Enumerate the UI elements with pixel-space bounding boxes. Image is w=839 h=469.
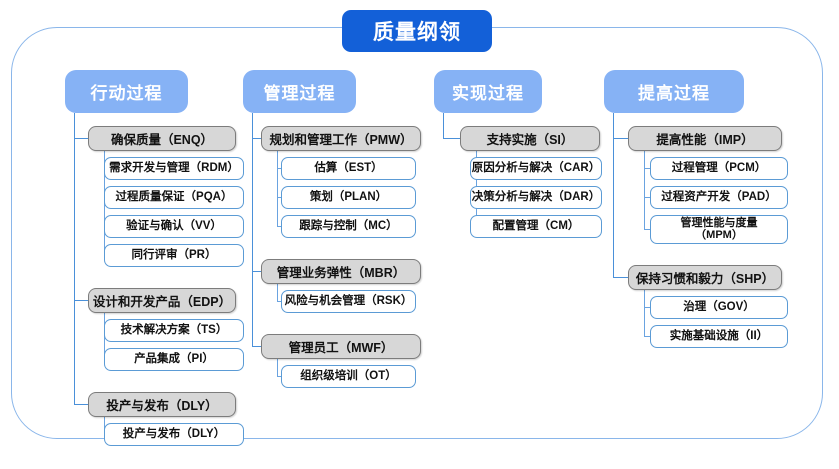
connector-group-spine — [644, 151, 646, 230]
leaf-box[interactable]: 跟踪与控制（MC） — [281, 215, 416, 238]
connector-leaf-stub — [277, 375, 281, 378]
connector-group-stub — [74, 299, 88, 302]
leaf-box[interactable]: 实施基础设施（II） — [650, 325, 788, 348]
group-box[interactable]: 确保质量（ENQ） — [88, 126, 236, 151]
connector-leaf-stub — [644, 196, 650, 199]
leaf-box[interactable]: 需求开发与管理（RDM） — [104, 157, 244, 180]
leaf-box[interactable]: 策划（PLAN） — [281, 186, 416, 209]
group-box[interactable]: 提高性能（IMP） — [628, 126, 782, 151]
leaf-box[interactable]: 配置管理（CM） — [470, 215, 602, 238]
leaf-box[interactable]: 组织级培训（OT） — [281, 365, 416, 388]
group-box[interactable]: 管理员工（MWF） — [261, 334, 421, 359]
leaf-box[interactable]: 风险与机会管理（RSK） — [281, 290, 416, 313]
connector-group-stub — [252, 137, 261, 140]
root-title: 质量纲领 — [342, 10, 492, 52]
leaf-box[interactable]: 投产与发布（DLY） — [104, 423, 244, 446]
leaf-box[interactable]: 治理（GOV） — [650, 296, 788, 319]
connector-column-spine — [252, 113, 254, 347]
leaf-box[interactable]: 技术解决方案（TS） — [104, 319, 244, 342]
connector-group-stub — [252, 270, 261, 273]
connector-group-spine — [644, 290, 646, 337]
connector-group-stub — [74, 137, 88, 140]
connector-leaf-stub — [277, 225, 281, 228]
leaf-box[interactable]: 决策分析与解决（DAR） — [470, 186, 602, 209]
connector-leaf-stub — [644, 228, 650, 231]
leaf-box[interactable]: 估算（EST） — [281, 157, 416, 180]
leaf-box[interactable]: 过程管理（PCM） — [650, 157, 788, 180]
connector-column-spine — [443, 113, 445, 139]
leaf-box[interactable]: 过程资产开发（PAD） — [650, 186, 788, 209]
connector-group-spine — [277, 151, 279, 227]
group-box[interactable]: 管理业务弹性（MBR） — [261, 259, 421, 284]
category-header-1[interactable]: 行动过程 — [65, 70, 188, 113]
connector-column-spine — [613, 113, 615, 278]
connector-leaf-stub — [277, 300, 281, 303]
connector-group-stub — [74, 403, 88, 406]
group-box[interactable]: 规划和管理工作（PMW） — [261, 126, 421, 151]
category-header-3[interactable]: 实现过程 — [434, 70, 542, 113]
connector-group-stub — [613, 137, 628, 140]
connector-leaf-stub — [277, 196, 281, 199]
leaf-box[interactable]: 管理性能与度量（MPM） — [650, 215, 788, 244]
leaf-box[interactable]: 产品集成（PI） — [104, 348, 244, 371]
group-box[interactable]: 保持习惯和毅力（SHP） — [628, 265, 782, 290]
category-header-2[interactable]: 管理过程 — [243, 70, 356, 113]
group-box[interactable]: 投产与发布（DLY） — [88, 392, 236, 417]
connector-group-stub — [443, 137, 460, 140]
connector-leaf-stub — [644, 306, 650, 309]
connector-leaf-stub — [644, 335, 650, 338]
leaf-box[interactable]: 验证与确认（VV） — [104, 215, 244, 238]
leaf-box[interactable]: 同行评审（PR） — [104, 244, 244, 267]
connector-leaf-stub — [644, 167, 650, 170]
category-header-4[interactable]: 提高过程 — [604, 70, 744, 113]
connector-group-stub — [613, 276, 628, 279]
group-box[interactable]: 设计和开发产品（EDP） — [88, 288, 236, 313]
connector-leaf-stub — [277, 167, 281, 170]
leaf-box[interactable]: 原因分析与解决（CAR） — [470, 157, 602, 180]
connector-group-spine — [277, 284, 279, 302]
connector-column-spine — [74, 113, 76, 405]
connector-group-spine — [277, 359, 279, 377]
group-box[interactable]: 支持实施（SI） — [460, 126, 600, 151]
connector-group-stub — [252, 345, 261, 348]
leaf-box[interactable]: 过程质量保证（PQA） — [104, 186, 244, 209]
